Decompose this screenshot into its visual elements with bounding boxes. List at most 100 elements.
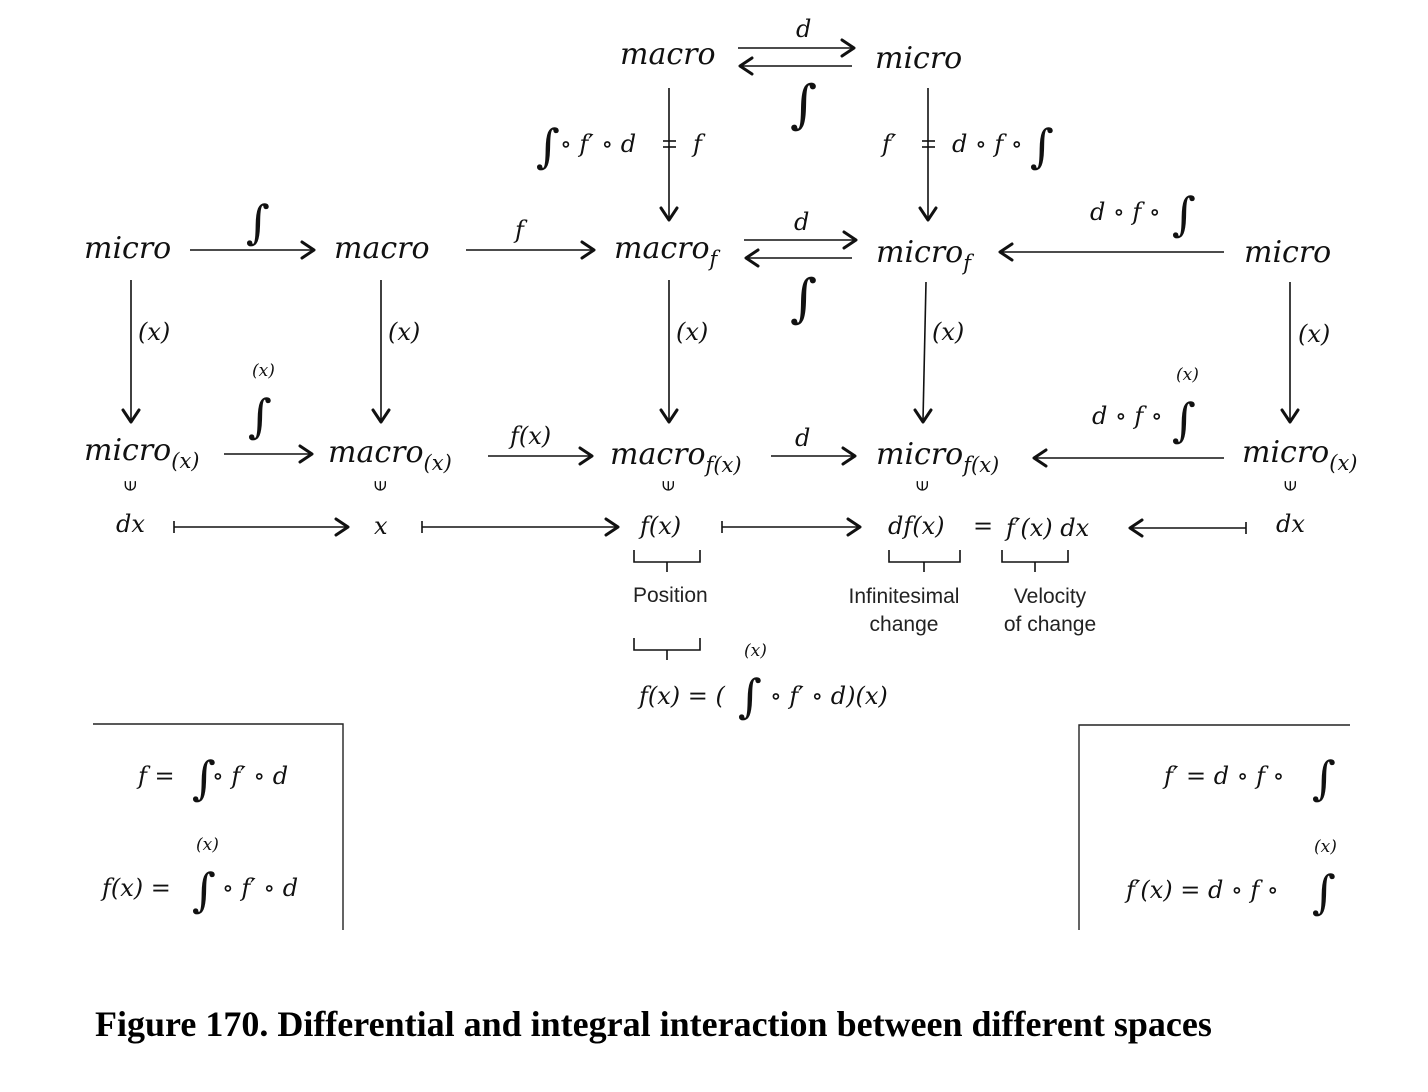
label-vertical-x: (x) — [138, 318, 170, 346]
label-row1-right: d ∘ f ∘ — [1090, 198, 1161, 226]
label-row1-integral-back: ∫ — [790, 269, 817, 329]
node-row3-dfx: df(x) — [888, 512, 945, 540]
arrow-vertical-3 — [659, 280, 679, 424]
label-vertical-x: (x) — [388, 318, 420, 346]
left-eq2-rhs: ∘ f′ ∘ d — [222, 874, 298, 902]
integral-icon: ∫ — [192, 751, 216, 805]
node-row3-dx-left: dx — [116, 510, 145, 538]
node-row1-macro: macro — [334, 231, 430, 266]
label-row2-d: d — [795, 424, 810, 452]
node-row2-macro: macro(x) — [328, 435, 452, 475]
element-of-icon: ∈ — [120, 479, 141, 492]
label-row2-fx: f(x) — [508, 422, 551, 450]
arrow-row2-right — [1032, 448, 1224, 468]
node-row1-micro-right: micro — [1244, 235, 1331, 270]
brace-infinitesimal — [888, 550, 961, 572]
right-eq1-lhs: f′ = d ∘ f ∘ — [1162, 762, 1284, 790]
label-vertical-x: (x) — [676, 318, 708, 346]
label-vertical-x: (x) — [1298, 320, 1330, 348]
node-top-micro: micro — [875, 41, 962, 76]
integral-icon: ∫ — [1030, 119, 1054, 173]
node-row3-fprime-dx: f′(x) dx — [1004, 514, 1090, 542]
right-box — [1078, 724, 1350, 930]
element-of-icon: ∈ — [912, 479, 933, 492]
left-box — [93, 723, 344, 930]
node-row2-micro-fx: microf(x) — [876, 437, 999, 477]
arrow-macro-to-macro-f-row1 — [466, 240, 596, 260]
label-top-left-vertical-left: ∘ f′ ∘ d — [560, 130, 636, 158]
brace-velocity — [1001, 550, 1069, 572]
node-row3-fx: f(x) — [638, 512, 681, 540]
mapsto-fx-to-dfx — [721, 517, 862, 537]
label-row2-right: d ∘ f ∘ — [1092, 402, 1163, 430]
annotation-position: Position — [633, 584, 708, 607]
right-eq2-sup: (x) — [1314, 837, 1337, 857]
left-eq2-sup: (x) — [196, 835, 219, 855]
brace-formula — [633, 638, 701, 660]
arrow-row1-d — [744, 230, 858, 250]
arrow-row2-d — [771, 446, 857, 466]
label-vertical-x: (x) — [932, 318, 964, 346]
formula-lhs: f(x) = ( — [637, 682, 726, 710]
arrow-micro-right-to-micro-f — [998, 242, 1224, 262]
node-row1-micro-left: micro — [84, 231, 171, 266]
node-row2-micro-left: micro(x) — [84, 433, 199, 473]
label-row1-integral: ∫ — [246, 195, 270, 249]
arrow-vertical-2 — [371, 280, 391, 424]
element-of-icon: ∈ — [1280, 479, 1301, 492]
label-row1-f: f — [513, 216, 528, 244]
annotation-velocity-line2: of change — [1004, 613, 1096, 636]
annotation-infinitesimal-line1: Infinitesimal — [849, 585, 960, 608]
arrow-top-d — [738, 38, 856, 58]
arrow-macro-to-macro-f — [659, 88, 679, 222]
formula-rhs: ∘ f′ ∘ d)(x) — [770, 682, 888, 710]
node-row2-micro-right: micro(x) — [1242, 435, 1357, 475]
integral-icon: ∫ — [738, 669, 762, 723]
arrow-micro-to-micro-f — [918, 88, 938, 222]
arrow-vertical-5 — [1280, 282, 1300, 424]
arrow-top-integral — [738, 56, 852, 76]
label-top-right-vertical-right: d ∘ f ∘ — [952, 130, 1023, 158]
arrow-vertical-1 — [121, 280, 141, 424]
brace-position — [633, 550, 701, 572]
label-top-integral: ∫ — [790, 75, 817, 135]
node-row1-micro-f: microf — [876, 235, 974, 275]
left-eq2-lhs: f(x) = — [100, 874, 171, 902]
integral-icon: ∫ — [192, 863, 216, 917]
integral-icon: ∫ — [1312, 751, 1336, 805]
arrow-row2-integral — [224, 444, 314, 464]
label-row2-integral-sup: (x) — [252, 361, 275, 381]
integral-icon: ∫ — [536, 119, 560, 173]
element-of-icon: ∈ — [658, 479, 679, 492]
arrow-vertical-4 — [913, 281, 933, 424]
label-row2-right-sup: (x) — [1176, 365, 1199, 385]
arrow-row2-fx — [488, 446, 594, 466]
node-row3-eq: = — [973, 512, 993, 540]
mapsto-dx-to-x — [173, 517, 350, 537]
integral-icon: ∫ — [248, 389, 272, 443]
arrow-row1-integral-back — [744, 248, 852, 268]
label-top-d: d — [796, 15, 811, 43]
integral-icon: ∫ — [1312, 865, 1336, 919]
figure-caption: Figure 170. Differential and integral in… — [95, 1004, 1212, 1044]
label-top-right-vertical-left: f′ — [880, 130, 897, 158]
node-row3-dx-right: dx — [1276, 510, 1305, 538]
node-row2-macro-fx: macrof(x) — [610, 437, 742, 477]
integral-icon: ∫ — [1172, 187, 1196, 241]
left-eq1-rhs: ∘ f′ ∘ d — [212, 762, 288, 790]
arrow-micro-to-macro — [190, 240, 316, 260]
label-top-left-vertical-right: f — [691, 130, 706, 158]
annotation-velocity-line1: Velocity — [1014, 585, 1087, 608]
integral-icon: ∫ — [1172, 393, 1196, 447]
mapsto-x-to-fx — [421, 517, 620, 537]
node-top-macro: macro — [620, 37, 716, 72]
annotation-infinitesimal-line2: change — [870, 613, 939, 636]
node-row1-macro-f: macrof — [614, 231, 721, 271]
mapsto-dx-right-to-fprime — [1128, 518, 1247, 538]
right-eq2-lhs: f′(x) = d ∘ f ∘ — [1124, 876, 1279, 904]
left-eq1-lhs: f = — [136, 762, 175, 790]
label-row1-d: d — [794, 208, 809, 236]
formula-sup: (x) — [744, 641, 767, 661]
node-row3-x: x — [374, 512, 388, 540]
